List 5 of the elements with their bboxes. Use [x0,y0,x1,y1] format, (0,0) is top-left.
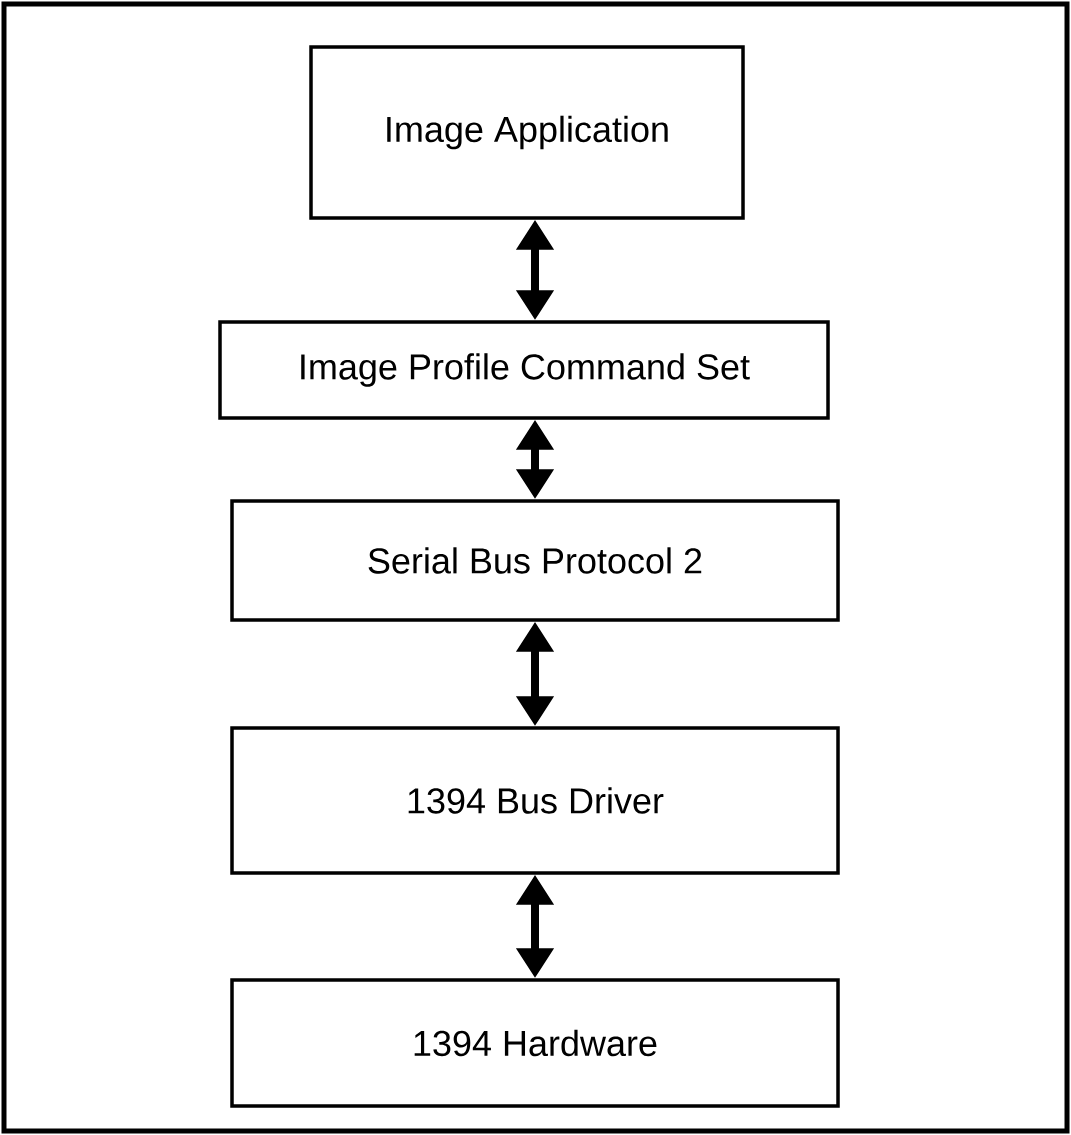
layer-box: Image Profile Command Set [218,320,830,420]
layer-box: Serial Bus Protocol 2 [230,499,840,622]
layer-box: Image Application [309,45,745,220]
layer-box: 1394 Hardware [230,978,840,1108]
layer-box: 1394 Bus Driver [230,726,840,875]
